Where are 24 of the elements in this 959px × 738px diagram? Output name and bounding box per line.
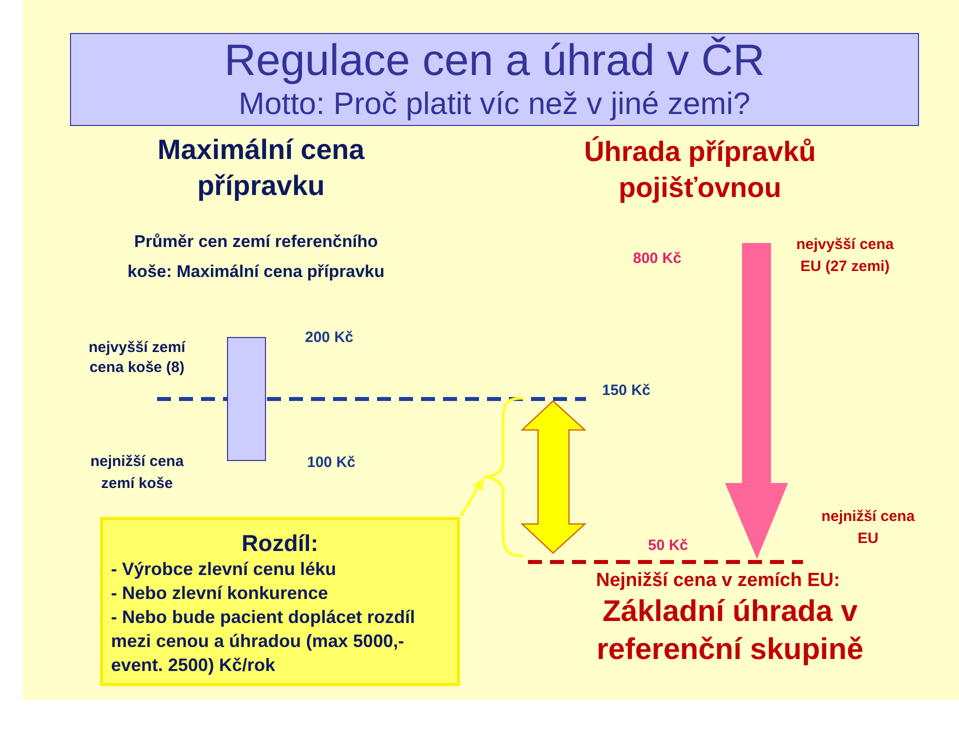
range-label: nejvyšší zemí cena koše (8) <box>88 338 187 378</box>
note-box <box>100 517 460 686</box>
price-label: 50 Kč <box>648 537 688 555</box>
column-heading: Úhrada přípravků pojišťovnou <box>583 135 817 205</box>
curly-brace <box>481 396 525 558</box>
slide-title: Regulace cen a úhrad v ČR <box>223 36 766 86</box>
price-label: 800 Kč <box>633 250 682 268</box>
description-text: Průměr cen zemí referenčního koše: Maximální cena přípravku <box>126 231 386 283</box>
motto-text: Motto: Proč platit víc než v jiné zemi? <box>238 87 752 121</box>
price-label: 200 Kč <box>305 329 354 347</box>
list-item: - Výrobce zlevní cenu léku <box>111 558 338 581</box>
conclusion-heading: Nejnižší cena v zemích EU: <box>596 570 840 592</box>
range-label: nejvyšší cena EU (27 zemi) <box>795 235 895 277</box>
range-label: nejnižší cena zemí koše <box>89 452 185 494</box>
conclusion-text: Základní úhrada v referenční skupině <box>596 594 864 668</box>
column-heading: Maximální cena přípravku <box>156 133 366 203</box>
price-label: 150 Kč <box>602 382 650 400</box>
range-label: nejnižší cena EU <box>820 507 916 549</box>
leader-arrow <box>460 478 484 517</box>
price-label: 100 Kč <box>307 454 356 472</box>
box-heading: Rozdíl: <box>240 529 320 557</box>
range-bar <box>227 337 266 461</box>
list-item: - Nebo zlevní konkurence <box>111 582 330 605</box>
list-item: - Nebo bude pacient doplácet rozdíl mezi cenou a úhradou (max 5000,- event. 2500) Kč/rok <box>111 606 416 677</box>
